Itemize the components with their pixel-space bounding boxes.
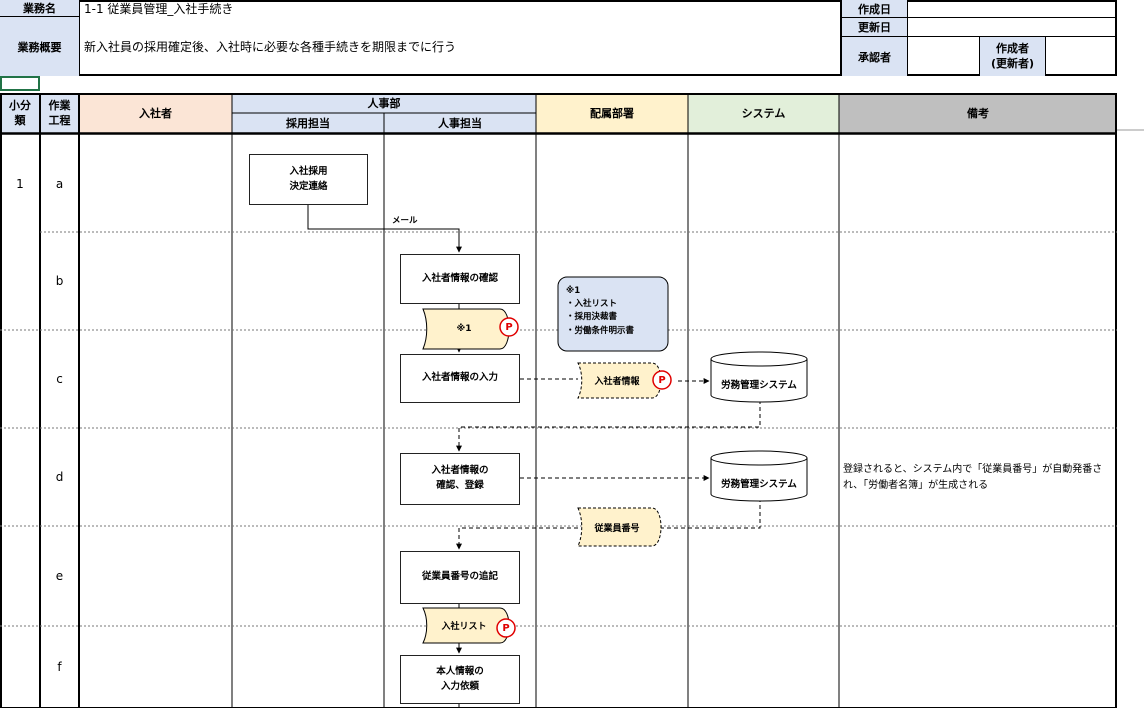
business-summary-value: 新入社員の採用確定後、入社時に必要な各種手続きを期限までに行う [84, 40, 457, 54]
updated-date-label: 更新日 [842, 18, 908, 37]
meta-block-divider [840, 0, 842, 76]
created-date-value[interactable] [908, 0, 1117, 18]
row-f-step: f [57, 660, 62, 674]
col-header-sagyo-kotei: 作業 工程 [40, 93, 79, 133]
process-box-bango-tsuiki: 従業員番号の追記 [400, 551, 520, 604]
author-label: 作成者 (更新者) [980, 37, 1046, 76]
business-summary-label: 業務概要 [0, 17, 80, 76]
col-header-shobunrui: 小分 類 [0, 93, 40, 133]
document-label-4: 入社リスト [441, 622, 487, 632]
lane-header-biko: 備考 [839, 93, 1117, 133]
document-shape-4 [422, 607, 510, 644]
remarks-row-d: 登録されると、システム内で「従業員番号」が自動発番され、「労働者名簿」が生成され… [843, 464, 1103, 491]
lane-header-saiyo-tanto: 採用担当 [232, 113, 384, 133]
row-d-step: d [55, 470, 64, 484]
callout-line-1: ・入社リスト [566, 299, 618, 310]
row-b-step: b [55, 274, 64, 288]
business-name-value: 1-1 従業員管理_入社手続き [84, 2, 234, 16]
row-e-step: e [55, 569, 64, 583]
approver-label: 承認者 [842, 37, 908, 76]
process-box-nyuryoku-irai: 本人情報の 入力依頼 [400, 655, 520, 704]
lane-header-jinjibu: 人事部 [232, 93, 536, 113]
row-1-number: 1 [16, 176, 24, 191]
approver-value[interactable] [908, 37, 980, 76]
row-a-step: a [55, 176, 64, 191]
system-label-2: 労務管理システム [721, 479, 797, 490]
document-shape-3 [577, 507, 662, 547]
row-c-step: c [56, 372, 63, 386]
process-box-joho-kakunin: 入社者情報の確認 [400, 254, 520, 304]
process-box-kettei-renraku: 入社採用 決定連絡 [249, 154, 368, 205]
created-date-label: 作成日 [842, 0, 908, 18]
p-mark-3: P [502, 622, 510, 634]
p-mark-1: P [505, 321, 513, 333]
callout-box [557, 276, 669, 352]
lane-header-nyushasha: 入社者 [79, 93, 232, 133]
callout-title: ※1 [566, 286, 581, 296]
p-mark-circle-2 [652, 370, 672, 390]
callout-line-3: ・労働条件明示書 [566, 325, 635, 336]
system-cylinder-2 [710, 450, 808, 502]
system-label-1: 労務管理システム [721, 380, 797, 391]
updated-date-value[interactable] [908, 18, 1117, 37]
business-name-label: 業務名 [0, 0, 80, 17]
document-shape-1 [422, 308, 510, 350]
system-cylinder-1 [710, 351, 808, 403]
mail-label: メール [392, 216, 418, 226]
lane-header-jinji-tanto: 人事担当 [384, 113, 536, 133]
document-shape-2 [577, 362, 662, 399]
p-mark-circle-3 [496, 618, 516, 638]
lane-header-system: システム [688, 93, 839, 133]
callout-line-2: ・採用決裁書 [566, 312, 618, 323]
document-label-1: ※1 [456, 324, 472, 334]
document-label-2: 入社者情報 [594, 377, 640, 387]
selected-cell[interactable] [0, 76, 40, 91]
document-label-3: 従業員番号 [594, 523, 640, 534]
lane-header-haizoku-busho: 配属部署 [536, 93, 688, 133]
p-mark-circle-1 [499, 317, 519, 337]
process-box-joho-nyuryoku: 入社者情報の入力 [400, 354, 520, 403]
callout-text: ※1 ・入社リスト ・採用決裁書 ・労働条件明示書 [566, 285, 666, 349]
process-box-kakunin-toroku: 入社者情報の 確認、登録 [400, 453, 520, 505]
p-mark-2: P [658, 374, 666, 386]
